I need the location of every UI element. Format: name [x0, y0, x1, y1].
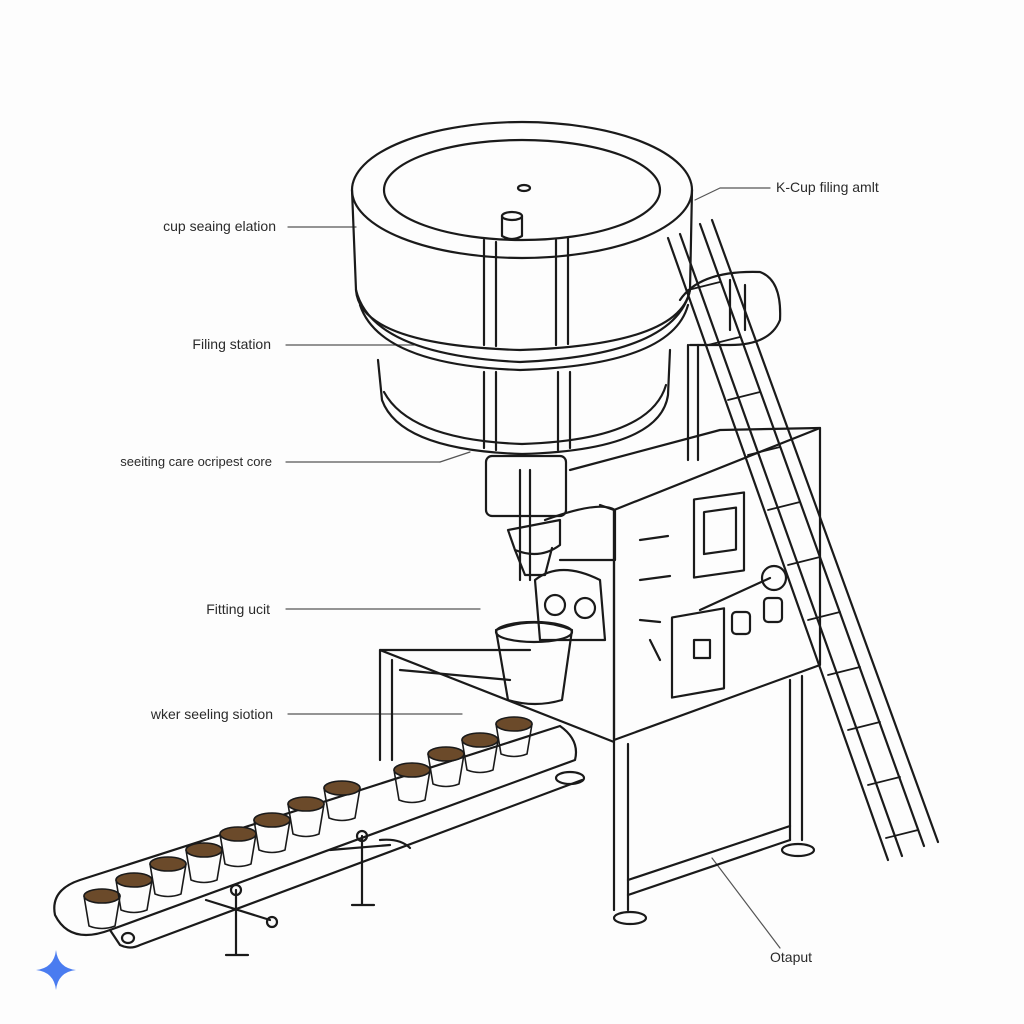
kcup — [323, 780, 361, 822]
sparkle-icon — [36, 950, 76, 990]
label-cup-sealing-station: cup seaing elation — [163, 218, 276, 234]
label-output: Otaput — [770, 949, 813, 965]
machine-frame — [378, 648, 816, 926]
leader-lines — [285, 187, 781, 949]
control-cabinet — [568, 426, 822, 742]
kcup — [219, 826, 257, 868]
kcup — [115, 872, 153, 914]
kcup — [495, 716, 533, 758]
label-kcup-filling-unit: K-Cup filing amlt — [776, 179, 879, 195]
kcup — [393, 762, 431, 804]
label-sealing-core: seeiting care ocripest core — [120, 454, 272, 469]
kcup — [185, 842, 223, 884]
kcup — [253, 812, 291, 854]
ladder — [666, 218, 940, 862]
conveyor-cups — [83, 716, 533, 930]
label-filling-unit: Fitting ucit — [206, 601, 270, 617]
kcup — [287, 796, 325, 838]
label-lower-sealing-station: wker seeling siotion — [150, 706, 273, 722]
label-filling-station: Filing station — [192, 336, 271, 352]
filling-mechanism — [484, 454, 617, 706]
hopper-drum — [350, 120, 694, 456]
kcup — [83, 888, 121, 930]
conveyor — [53, 724, 584, 957]
kcup — [149, 856, 187, 898]
